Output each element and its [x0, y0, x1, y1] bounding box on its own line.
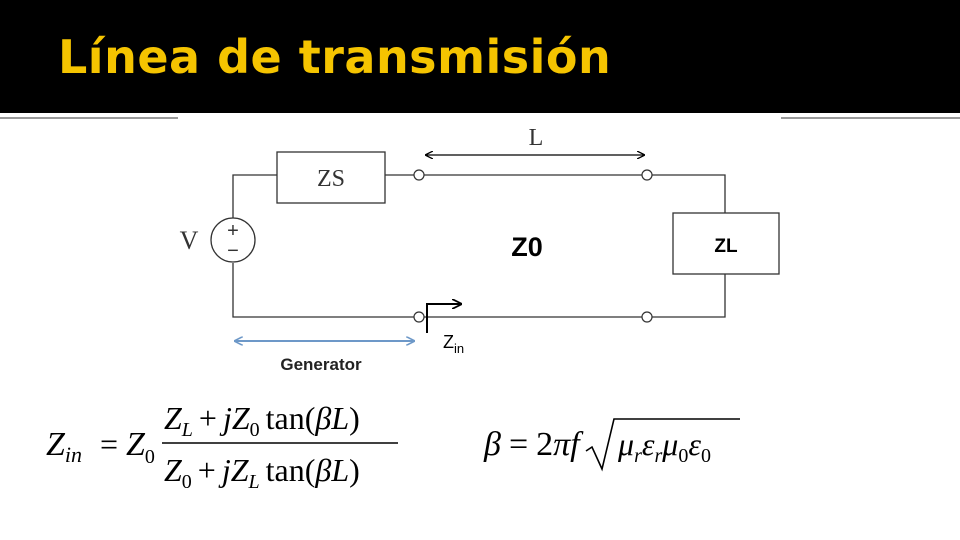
terminal-node	[641, 169, 653, 181]
source-impedance-box	[276, 151, 386, 204]
beta-formula-equals: =	[509, 426, 528, 463]
circuit-wires	[232, 174, 726, 318]
load-impedance-box	[672, 212, 780, 275]
divider-right	[781, 117, 960, 119]
zin-label: Zin	[443, 332, 464, 356]
sqrt-radical-sign	[585, 418, 740, 472]
zin-formula-z0: Z	[126, 426, 146, 463]
svg-text:Zin: Zin	[46, 426, 82, 467]
beta-formula: β=2πf μrεrμ0ε0	[483, 418, 740, 472]
line-impedance-label: Z0	[511, 232, 543, 262]
zin-formula-lhs: Z	[46, 426, 66, 463]
source-impedance-label: ZS	[317, 166, 345, 192]
beta-formula-lhs: β	[483, 426, 501, 463]
terminal-node	[413, 169, 425, 181]
terminal-node	[641, 311, 653, 323]
title-bar: Línea de transmisión	[0, 0, 960, 113]
load-impedance-label: ZL	[714, 236, 738, 257]
sqrt-radicand: μrεrμ0ε0	[617, 426, 711, 467]
transmission-line-circuit: ZS + − V L Z0 ZL Zin Generator	[180, 125, 780, 373]
svg-text:β=2πf: β=2πf	[483, 426, 584, 463]
generator-label: Generator	[280, 355, 362, 373]
slide-title: Línea de transmisión	[58, 30, 612, 84]
zin-formula-equals: =	[100, 426, 118, 462]
source-minus-sign: −	[227, 240, 239, 262]
voltage-label: V	[180, 226, 199, 255]
length-label: L	[529, 125, 544, 151]
source-plus-sign: +	[227, 220, 239, 242]
slide-content: ZS + − V L Z0 ZL Zin Generator Zin = Z0	[0, 113, 960, 540]
zin-arrow	[426, 304, 461, 333]
voltage-source	[210, 217, 256, 263]
svg-text:Z0: Z0	[126, 426, 155, 468]
divider-left	[0, 117, 178, 119]
terminal-node	[413, 311, 425, 323]
